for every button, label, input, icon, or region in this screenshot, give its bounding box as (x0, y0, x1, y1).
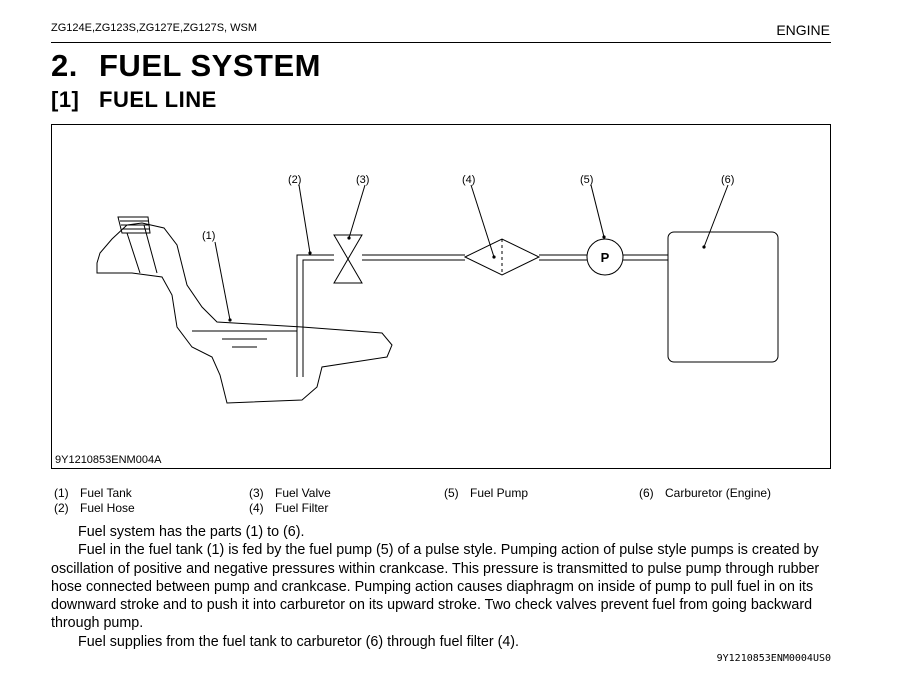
legend-item: (3)Fuel Valve (249, 486, 331, 500)
body-text: Fuel system has the parts (1) to (6). Fu… (51, 523, 836, 651)
chapter-heading: 2. FUEL SYSTEM (51, 48, 321, 84)
legend-item: (6)Carburetor (Engine) (639, 486, 772, 500)
callout-4: (4) (462, 174, 475, 186)
paragraph: Fuel system has the parts (1) to (6). (78, 524, 305, 540)
leader-5 (590, 184, 605, 238)
legend-item: (4)Fuel Filter (249, 501, 329, 515)
leader-2 (298, 184, 311, 254)
figure-id: 9Y1210853ENM004A (55, 454, 162, 466)
document-code: 9Y1210853ENM0004US0 (716, 653, 831, 664)
legend-item: (1)Fuel Tank (54, 486, 132, 500)
filler-cap (117, 216, 151, 234)
line-pump-carb (623, 254, 668, 261)
header-models: ZG124E,ZG123S,ZG127E,ZG127S, WSM (51, 22, 258, 34)
fuel-pump (586, 238, 624, 276)
pump-symbol: P (601, 250, 610, 265)
line-filter-pump (539, 254, 587, 261)
leader-6 (703, 184, 729, 248)
paragraph: Fuel supplies from the fuel tank to carb… (78, 633, 520, 650)
chapter-number: 2. (51, 48, 78, 83)
fuel-hose (296, 254, 334, 377)
leader-1 (214, 241, 231, 321)
leader-4 (470, 184, 495, 258)
section-number: [1] (51, 87, 80, 112)
filler-neck (126, 224, 158, 274)
callout-5: (5) (580, 174, 593, 186)
fuel-line-diagram: (1) (2) (3) (4) (5) (6) P 9Y1210853ENM00… (51, 124, 831, 469)
fuel-level (192, 330, 297, 348)
section-title: FUEL LINE (99, 87, 217, 112)
fuel-tank (96, 222, 393, 404)
chapter-title: FUEL SYSTEM (99, 48, 321, 83)
section-heading: [1] FUEL LINE (51, 87, 217, 113)
callout-3: (3) (356, 174, 369, 186)
fuel-valve (333, 234, 363, 284)
paragraph: Fuel in the fuel tank (1) is fed by the … (51, 542, 820, 632)
leader-3 (348, 184, 366, 239)
legend-item: (5)Fuel Pump (444, 486, 529, 500)
line-valve-filter (362, 254, 465, 261)
header-rule (51, 42, 831, 43)
diagram-drawing: (1) (2) (3) (4) (5) (6) P (96, 174, 779, 404)
callout-2: (2) (288, 174, 301, 186)
header-section: ENGINE (776, 22, 830, 38)
callout-6: (6) (721, 174, 734, 186)
carburetor (667, 231, 779, 363)
callout-1: (1) (202, 230, 215, 242)
legend-item: (2)Fuel Hose (54, 501, 135, 515)
